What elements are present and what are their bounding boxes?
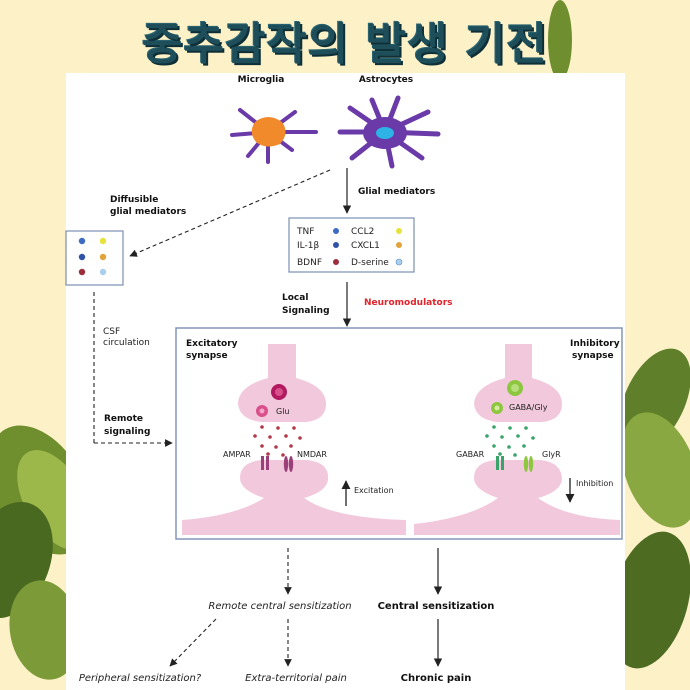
legend-dot-bdnf <box>333 259 339 265</box>
legend-dot-tnf <box>333 228 339 234</box>
excitatory-presynaptic-terminal <box>238 344 326 422</box>
chronic-pain: Chronic pain <box>401 673 472 684</box>
glu-label: Glu <box>276 407 290 416</box>
legend-dot-ccl2 <box>396 228 402 234</box>
mediator-legend: TNF CCL2 IL-1β CXCL1 BDNF D-serine <box>296 227 403 268</box>
excitation-label: Excitation <box>354 486 394 495</box>
legend-dot-dserine <box>395 258 403 266</box>
inhibitory-label-2: synapse <box>572 351 614 361</box>
excitatory-label-1: Excitatory <box>186 339 238 349</box>
nmdar-receptor <box>283 456 294 472</box>
dot-il1b <box>78 253 86 261</box>
gaba-dots <box>485 425 535 457</box>
dot-dserine <box>99 268 107 276</box>
dot-ccl2 <box>99 237 107 245</box>
glial-mediators-label: Glial mediators <box>358 187 435 197</box>
remote-central-sensitization: Remote central sensitization <box>208 601 351 612</box>
synapse-panel <box>175 327 623 540</box>
microglia-label: Microglia <box>238 75 285 85</box>
remote-signaling-label-1: Remote <box>104 414 143 424</box>
diffusible-label-2: glial mediators <box>110 207 186 217</box>
inhibition-label: Inhibition <box>576 479 613 488</box>
diffusible-arrow <box>129 169 331 257</box>
ampar-label: AMPAR <box>223 450 251 459</box>
microglia-cell <box>230 108 318 164</box>
excitatory-label-2: synapse <box>186 351 228 361</box>
diffusible-mediator-dots <box>78 237 107 276</box>
legend-dot-il1b <box>333 242 339 248</box>
legend-il1b: IL-1β <box>297 241 319 251</box>
diffusible-label-1: Diffusible <box>110 195 158 205</box>
ampar-receptor <box>261 456 269 470</box>
local-signaling-label-1: Local <box>282 293 308 303</box>
central-sensitization: Central sensitization <box>378 601 495 612</box>
csf-label-1: CSF <box>103 327 120 337</box>
legend-dserine: D-serine <box>351 258 389 268</box>
gaba-gly-label: GABA/Gly <box>509 403 548 412</box>
astrocytes-label: Astrocytes <box>359 75 413 85</box>
excitatory-postsynaptic-neuron <box>182 460 406 535</box>
dot-cxcl1 <box>99 253 107 261</box>
dot-bdnf <box>78 268 86 276</box>
leaf-decoration-right <box>548 0 690 669</box>
mediator-legend-box <box>288 217 415 273</box>
extra-territorial-pain: Extra-territorial pain <box>245 673 347 684</box>
legend-tnf: TNF <box>296 227 314 237</box>
csf-label-2: circulation <box>103 338 150 348</box>
page-title: 중추감작의 발생 기전 <box>142 19 548 70</box>
glyr-label: GlyR <box>542 450 561 459</box>
astrocyte-cell <box>337 95 441 169</box>
legend-dot-cxcl1 <box>396 242 402 248</box>
legend-bdnf: BDNF <box>297 258 322 268</box>
legend-cxcl1: CXCL1 <box>351 241 380 251</box>
peripheral-arrow <box>169 618 217 667</box>
gabar-receptor <box>496 456 504 470</box>
inhibitory-postsynaptic-neuron <box>414 460 620 535</box>
diffusible-mediator-box <box>65 230 124 286</box>
local-signaling-label-2: Signaling <box>282 306 330 316</box>
glutamate-dots <box>253 425 302 457</box>
gabar-label: GABAR <box>456 450 485 459</box>
glyr-receptor <box>523 456 534 472</box>
neuromodulators-label: Neuromodulators <box>364 298 453 308</box>
legend-ccl2: CCL2 <box>351 227 374 237</box>
nmdar-label: NMDAR <box>297 450 327 459</box>
peripheral-sensitization: Peripheral sensitization? <box>79 673 202 684</box>
dot-tnf <box>78 237 86 245</box>
inhibitory-label-1: Inhibitory <box>570 339 620 349</box>
remote-signaling-label-2: signaling <box>104 427 150 437</box>
